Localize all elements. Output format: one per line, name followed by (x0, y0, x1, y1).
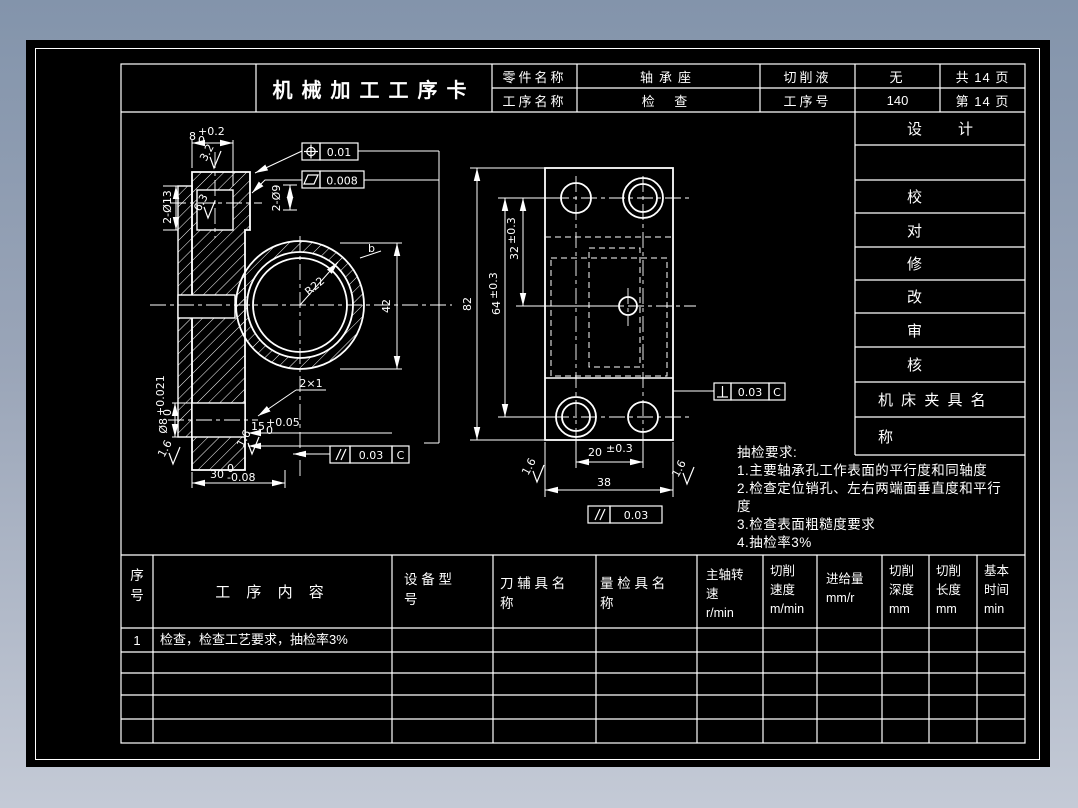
page-current: 第 14 页 (955, 93, 1010, 109)
col-time-l2: 时间 (984, 583, 1010, 597)
notes-line: 2.检查定位销孔、左右两端面垂直度和平行 (737, 481, 1002, 496)
col-gauge-l2: 称 (600, 596, 614, 611)
sign-row-fixture-1: 机 床 夹 具 名 (878, 392, 988, 409)
col-depth-l2: 深度 (889, 583, 915, 597)
process-name-label: 工序名称 (502, 93, 567, 109)
coolant-label: 切削液 (783, 69, 832, 85)
part-name-label: 零件名称 (502, 69, 567, 85)
col-gauge-l1: 量 检 具 名 (600, 576, 666, 591)
col-speed-l1: 主轴转 (706, 568, 744, 582)
part-name-value: 轴承座 (639, 69, 697, 85)
sign-row-design: 设计 (906, 121, 1009, 138)
col-time-l3: min (984, 602, 1005, 616)
col-length-l1: 切削 (936, 564, 962, 578)
col-length-l2: 长度 (936, 583, 962, 597)
sheet-frame (35, 48, 1040, 760)
col-seq-l2: 号 (130, 588, 144, 603)
pages-total: 共 14 页 (955, 69, 1010, 85)
sign-row-check-1: 校 (907, 189, 925, 206)
col-feed-l2: mm/r (826, 591, 855, 605)
sign-row-audit-1: 审 (907, 322, 925, 340)
col-equip-l1: 设 备 型 (404, 572, 453, 587)
col-speed-l3: r/min (706, 606, 734, 620)
sign-row-revise-2: 改 (907, 289, 925, 306)
col-seq-l1: 序 (130, 568, 144, 583)
col-tool-l2: 称 (500, 596, 514, 611)
notes-line: 3.检查表面粗糙度要求 (737, 517, 876, 532)
row-seq: 1 (133, 632, 141, 648)
col-depth-l1: 切削 (889, 564, 915, 578)
coolant-value: 无 (889, 69, 906, 85)
col-feed-l1: 进给量 (826, 572, 864, 586)
sign-row-check-2: 对 (907, 222, 925, 240)
col-cutspeed-l2: 速度 (770, 583, 796, 597)
sign-row-audit-2: 核 (907, 357, 925, 374)
process-name-value: 检 查 (641, 93, 696, 109)
col-time-l1: 基本 (984, 564, 1010, 578)
sign-row-blank (855, 145, 1025, 180)
col-speed-l2: 速 (706, 587, 719, 601)
col-length-l3: mm (936, 602, 957, 616)
notes-line: 4.抽检率3% (737, 535, 812, 550)
sign-row-revise-1: 修 (907, 256, 925, 273)
col-cutspeed-l1: 切削 (770, 564, 796, 578)
process-no-value: 140 (886, 92, 909, 108)
col-depth-l3: mm (889, 602, 910, 616)
notes-line: 1.主要轴承孔工作表面的平行度和同轴度 (737, 463, 988, 478)
col-process-content: 工 序 内 容 (215, 584, 330, 601)
col-equip-l2: 号 (404, 592, 418, 607)
notes-line: 度 (737, 499, 751, 514)
sign-row-fixture-2: 称 (878, 428, 896, 446)
col-tool-l1: 刀 辅 具 名 (500, 576, 566, 591)
row-content: 检查，检查工艺要求，抽检率3% (160, 632, 348, 647)
col-cutspeed-l3: m/min (770, 602, 805, 616)
card-title: 机械加工工序卡 (272, 79, 476, 102)
notes-title: 抽检要求: (737, 445, 798, 460)
process-no-label: 工序号 (783, 93, 832, 109)
